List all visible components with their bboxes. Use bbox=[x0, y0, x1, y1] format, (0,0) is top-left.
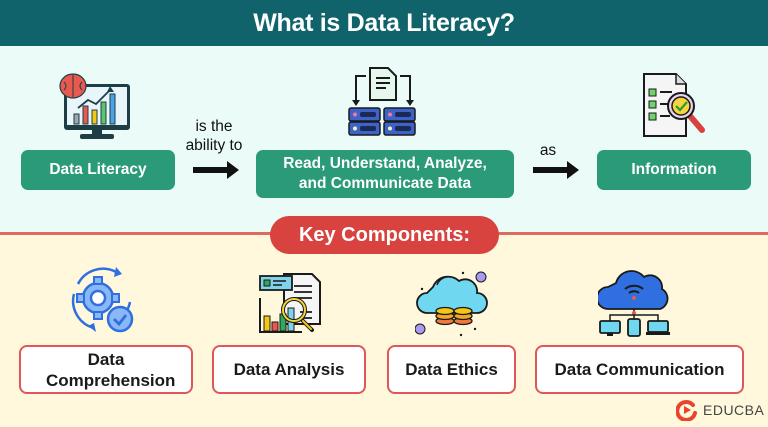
arrow-right-icon bbox=[193, 161, 239, 179]
component-label: Data Analysis bbox=[233, 360, 345, 379]
page-title: What is Data Literacy? bbox=[253, 8, 515, 37]
component-data-comprehension: Data Comprehension bbox=[19, 345, 193, 394]
checklist-magnifier-icon bbox=[643, 73, 705, 137]
document-servers-sync-icon bbox=[348, 67, 416, 136]
cloud-network-devices-icon bbox=[598, 270, 670, 337]
information-label: Information bbox=[631, 161, 717, 178]
component-data-communication: Data Communication bbox=[535, 345, 744, 394]
component-label: Data Ethics bbox=[405, 360, 498, 379]
component-data-ethics: Data Ethics bbox=[387, 345, 516, 394]
key-components-label: Key Components: bbox=[298, 223, 471, 246]
component-label: Data Comprehension bbox=[46, 349, 176, 390]
arrow-right-icon bbox=[533, 161, 579, 179]
educba-logo-icon bbox=[676, 399, 697, 421]
action-box: Read, Understand, Analyze, and Communica… bbox=[256, 150, 514, 198]
component-data-analysis: Data Analysis bbox=[212, 345, 366, 394]
header-banner: What is Data Literacy? bbox=[0, 0, 768, 46]
action-label: Read, Understand, Analyze, and Communica… bbox=[283, 155, 487, 192]
cloud-coins-icon bbox=[415, 271, 488, 337]
key-components-heading: Key Components: bbox=[270, 216, 499, 254]
data-literacy-box: Data Literacy bbox=[21, 150, 175, 190]
connector-ability-text: is the ability to bbox=[185, 118, 243, 154]
report-magnifier-chart-icon bbox=[259, 273, 321, 333]
educba-logo: EDUCBA bbox=[676, 399, 764, 421]
educba-logo-text: EDUCBA bbox=[703, 402, 765, 418]
information-box: Information bbox=[597, 150, 751, 190]
gear-cycle-check-icon bbox=[71, 267, 134, 333]
data-literacy-label: Data Literacy bbox=[49, 161, 147, 178]
component-label: Data Communication bbox=[554, 360, 725, 379]
brain-monitor-chart-icon bbox=[59, 73, 130, 139]
connector-as-text: as bbox=[539, 142, 557, 159]
